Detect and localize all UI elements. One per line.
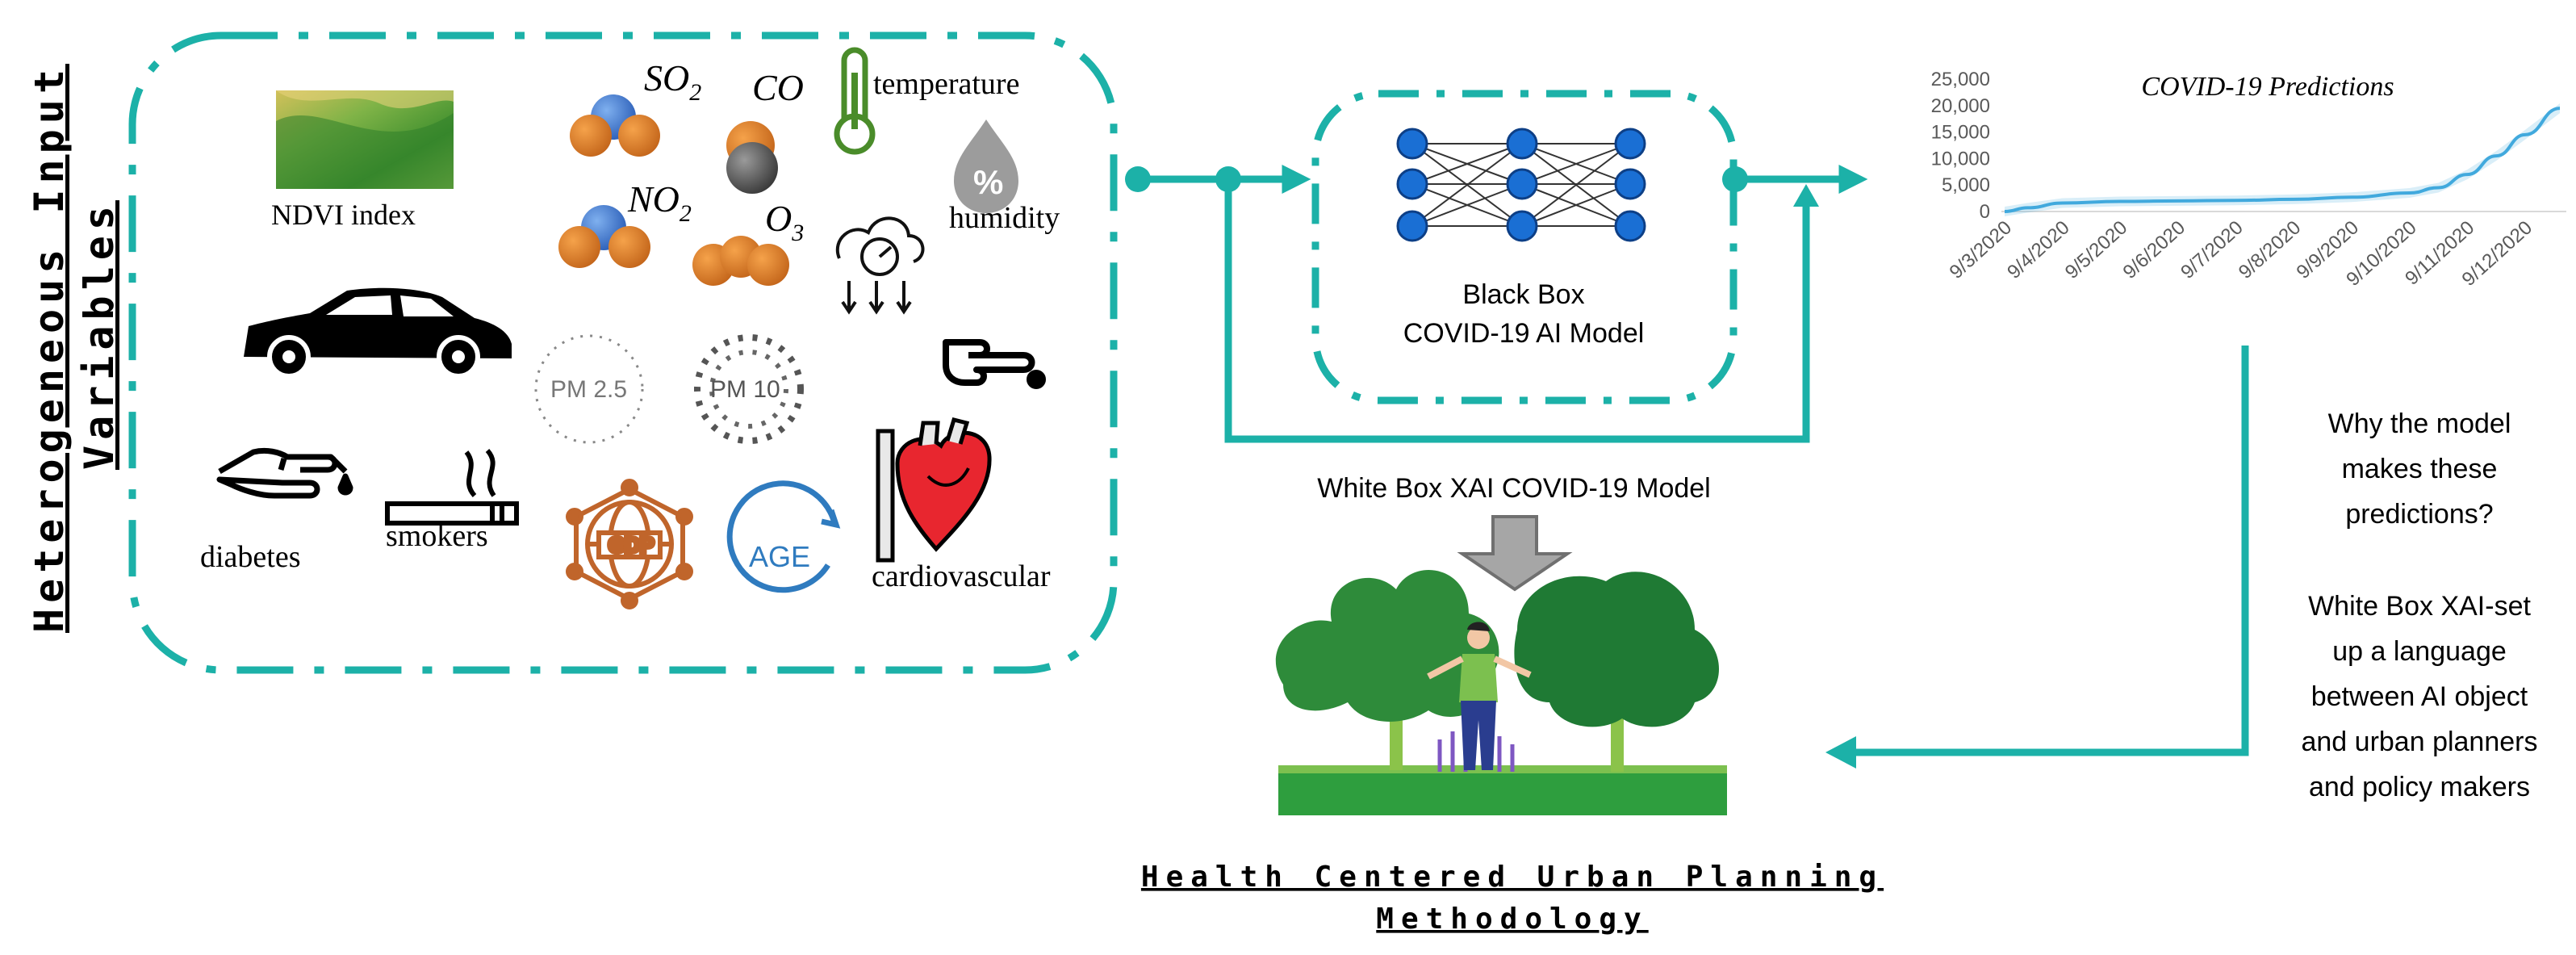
y-tick-label: 5,000 xyxy=(1942,174,1990,196)
y-tick-label: 20,000 xyxy=(1931,95,1990,117)
explanation-line: between AI object xyxy=(2311,681,2528,712)
neural-network-icon xyxy=(1396,128,1646,242)
age-icon: AGE xyxy=(726,480,841,593)
cardiovascular-label: cardiovascular xyxy=(872,559,1051,593)
finger-prick-icon xyxy=(943,339,1046,389)
ndvi-image xyxy=(276,90,454,189)
co-molecule-icon xyxy=(726,121,778,194)
explanation-line: and policy makers xyxy=(2309,772,2530,802)
explanation-line: makes these xyxy=(2342,454,2498,484)
white-box-down-arrow xyxy=(1457,515,1573,592)
connector-node-branch xyxy=(1215,166,1241,192)
thermometer-icon xyxy=(834,47,876,155)
x-tick-label: 9/4/2020 xyxy=(2003,216,2073,283)
explanation-line: White Box XAI-set xyxy=(2308,591,2531,622)
svg-text:AGE: AGE xyxy=(749,540,810,573)
series-band xyxy=(2005,103,2560,216)
side-title: Heterogeneous Input Variables xyxy=(26,64,123,633)
ndvi-label: NDVI index xyxy=(271,199,416,231)
o3-molecule-icon xyxy=(692,236,789,286)
x-tick-label: 9/6/2020 xyxy=(2119,216,2189,283)
cigarette-icon xyxy=(385,448,519,526)
side-title-line1: Heterogeneous Input xyxy=(26,64,73,633)
x-tick-label: 9/8/2020 xyxy=(2235,216,2305,283)
smokers-label: smokers xyxy=(386,519,488,553)
series-line-predictions xyxy=(2004,107,2561,213)
explanation-line: predictions? xyxy=(2345,499,2493,530)
covid-prediction-chart: COVID-19 Predictions 0 5,000 10,000 15,000 2… xyxy=(1931,69,2566,291)
car-icon xyxy=(244,287,512,379)
svg-text:PM 10: PM 10 xyxy=(710,376,780,403)
o3-label: O3 xyxy=(765,198,804,246)
black-box-line2: COVID-19 AI Model xyxy=(1403,318,1645,349)
y-tick-label: 10,000 xyxy=(1931,148,1990,170)
diabetes-icon xyxy=(216,447,353,499)
diabetes-label: diabetes xyxy=(200,540,301,574)
svg-text:%: % xyxy=(973,163,1003,201)
input-variables-box xyxy=(128,31,1118,674)
connector-node-output xyxy=(1125,166,1151,192)
pm25-icon: PM 2.5 xyxy=(534,334,644,444)
chart-y-axis: 0 5,000 10,000 15,000 20,000 25,000 xyxy=(1931,69,1990,223)
cardiovascular-heart-icon xyxy=(876,417,992,563)
gdp-icon: GDP xyxy=(566,479,693,609)
connector-node-model-out xyxy=(1722,166,1748,192)
so2-molecule-icon xyxy=(570,94,660,157)
explanation-line: up a language xyxy=(2332,636,2507,667)
humidity-label: humidity xyxy=(949,201,1060,235)
chart-x-axis: 9/3/20209/4/20209/5/20209/6/20209/7/2020… xyxy=(1946,216,2536,291)
side-title-line2: Variables xyxy=(76,200,123,470)
explanation-line: Why the model xyxy=(2328,408,2511,439)
x-tick-label: 9/7/2020 xyxy=(2177,216,2247,283)
air-pressure-icon xyxy=(835,216,925,315)
y-tick-label: 25,000 xyxy=(1931,69,1990,90)
black-box-line1: Black Box xyxy=(1462,279,1584,310)
pm10-icon: PM 10 xyxy=(694,334,804,444)
black-box-frame xyxy=(1311,90,1738,404)
urban-park-illustration xyxy=(1275,570,1727,815)
white-box-label: White Box XAI COVID-19 Model xyxy=(1317,473,1711,504)
bottom-title-line1: Health Centered Urban Planning xyxy=(1141,861,1884,894)
y-tick-label: 15,000 xyxy=(1931,122,1990,144)
temperature-label: temperature xyxy=(873,67,1019,101)
co-label: CO xyxy=(752,67,804,108)
x-tick-label: 9/3/2020 xyxy=(1946,216,2016,283)
svg-text:PM 2.5: PM 2.5 xyxy=(550,376,627,403)
x-tick-label: 9/5/2020 xyxy=(2061,216,2131,283)
so2-label: SO2 xyxy=(644,57,701,106)
humidity-icon: % xyxy=(954,119,1018,213)
bottom-title-line2: Methodology xyxy=(1376,903,1648,936)
no2-label: NO2 xyxy=(627,178,692,227)
no2-molecule-icon xyxy=(558,205,650,268)
y-tick-label: 0 xyxy=(1980,201,1990,223)
svg-text:GDP: GDP xyxy=(608,533,654,557)
explanation-text: Why the model makes these predictions? Whit… xyxy=(2301,408,2537,802)
chart-title: COVID-19 Predictions xyxy=(2141,72,2394,102)
explanation-line: and urban planners xyxy=(2301,727,2537,757)
